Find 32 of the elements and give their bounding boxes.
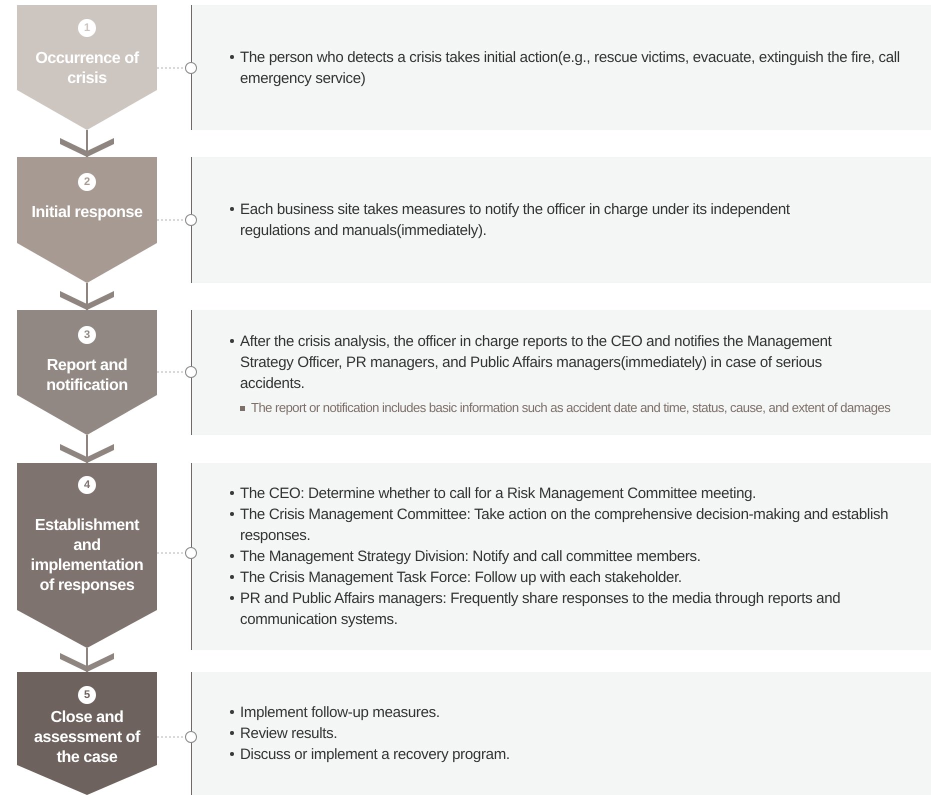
bullet-text: The Crisis Management Committee: Take action on the comprehensive decision-making and establish responses. xyxy=(240,505,890,546)
connector-line xyxy=(156,214,197,226)
step-banner xyxy=(17,672,157,795)
connector-line xyxy=(156,731,197,743)
bullet-text: The CEO: Determine whether to call for a Risk Management Committee meeting. xyxy=(240,484,756,504)
bullet-text: Review results. xyxy=(240,724,338,744)
bullet-text: Each business site takes measures to notify the officer in charge under its independent regulations and manuals(immediately). xyxy=(240,200,791,241)
description-panel xyxy=(191,672,931,795)
step-title: Report and notification xyxy=(45,356,129,396)
step-banner xyxy=(17,310,157,435)
step-banner xyxy=(17,463,157,648)
step-banner xyxy=(17,157,157,283)
step-title: Initial response xyxy=(30,203,144,223)
connector-line xyxy=(156,547,197,559)
description-panel xyxy=(191,5,931,130)
description-panel xyxy=(191,463,931,650)
bullet-text: PR and Public Affairs managers: Frequently share responses to the media through reports and communication systems. xyxy=(240,589,842,630)
connector-line xyxy=(156,366,197,378)
description-panel xyxy=(191,310,931,435)
bullet-text: After the crisis analysis, the officer in charge reports to the CEO and notifies the Management Strategy Officer, PR managers, and Public Affairs managers(immediately) in case of serious accidents. xyxy=(240,332,833,394)
step-title: Occurrence of crisis xyxy=(34,49,140,89)
description-panel xyxy=(191,157,931,283)
connector-line xyxy=(156,62,197,74)
step-banner xyxy=(17,5,157,130)
step-title: Establishment and implementation of responses xyxy=(30,516,144,596)
bullet-text: The Crisis Management Task Force: Follow up with each stakeholder. xyxy=(240,568,682,588)
bullet-text: The person who detects a crisis takes initial action(e.g., rescue victims, evacuate, extinguish the fire, call emergency service) xyxy=(240,48,901,88)
bullet-text: The report or notification includes basic information such as accident date and time, status, cause, and extent of damages xyxy=(251,400,890,414)
bullet-text: Discuss or implement a recovery program. xyxy=(240,745,510,765)
step-title: Close and assessment of the case xyxy=(33,708,142,768)
bullet-text: Implement follow-up measures. xyxy=(240,703,440,723)
bullet-text: The Management Strategy Division: Notify and call committee members. xyxy=(240,547,701,567)
